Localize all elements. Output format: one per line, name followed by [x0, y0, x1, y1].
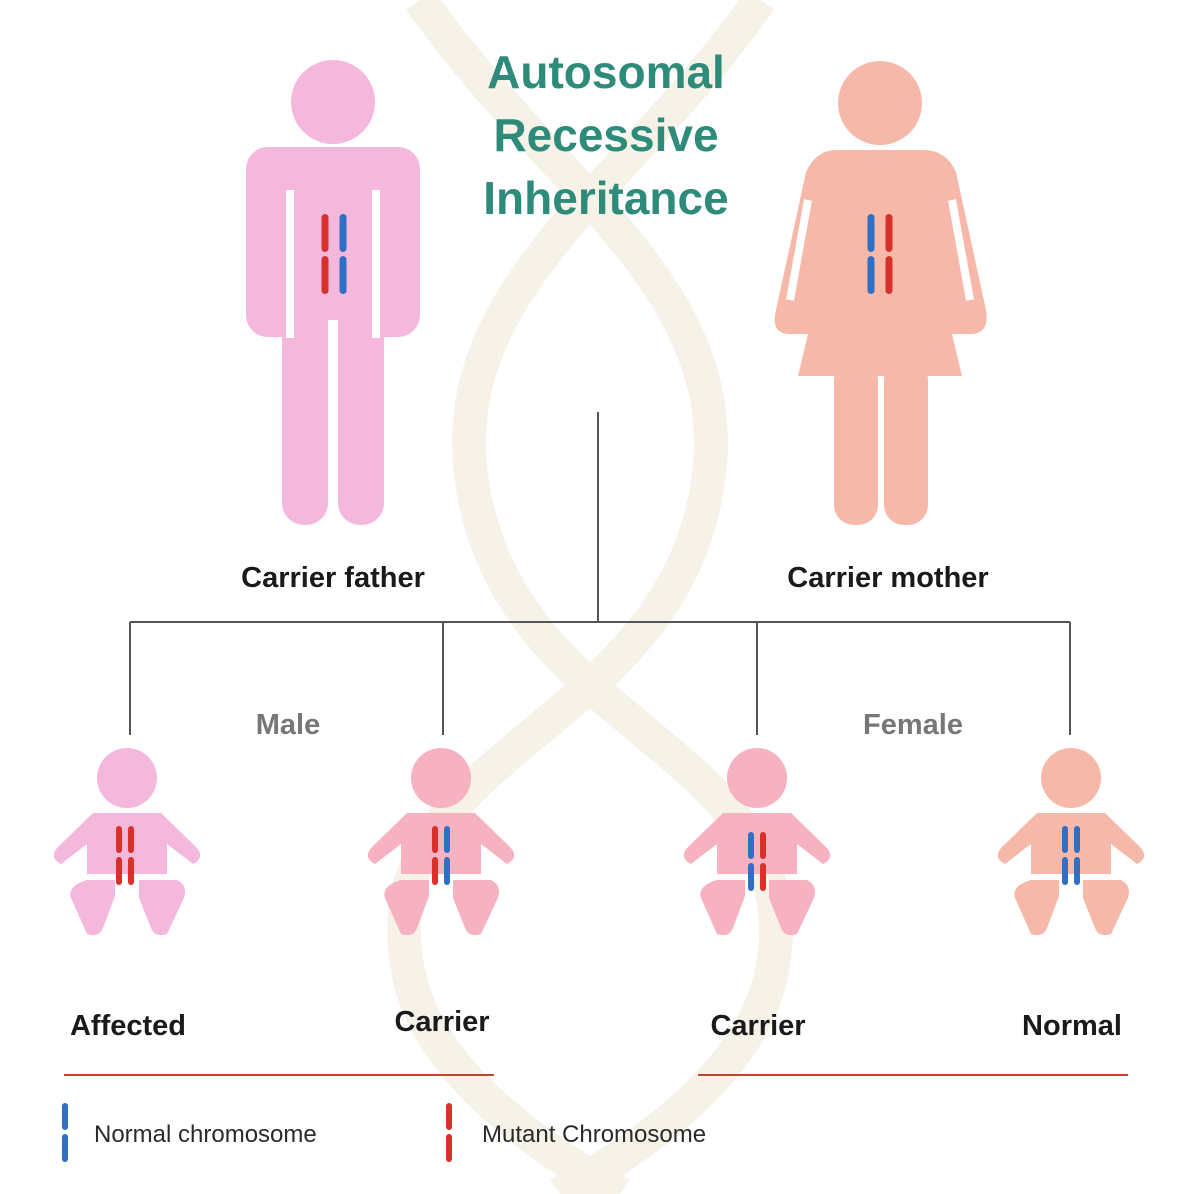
title-line-2: Recessive: [493, 109, 718, 161]
child-3-label: Carrier: [710, 1010, 805, 1042]
baby-figure-icon: [997, 748, 1145, 936]
child-affected: [53, 748, 201, 936]
father-label: Carrier father: [241, 562, 425, 594]
legend-mutant-label: Mutant Chromosome: [482, 1121, 706, 1148]
legend-normal-label: Normal chromosome: [94, 1121, 317, 1148]
child-normal: [997, 748, 1145, 936]
child-2-label: Carrier: [394, 1006, 489, 1038]
normal-chromosome-legend-icon: [62, 1103, 68, 1162]
title-line-1: Autosomal: [487, 46, 725, 98]
female-group-label: Female: [863, 709, 963, 741]
baby-figure-icon: [53, 748, 201, 936]
male-group-label: Male: [256, 709, 320, 741]
child-4-label: Normal: [1022, 1010, 1122, 1042]
mutant-chromosome-legend-icon: [446, 1103, 452, 1162]
legend: Normal chromosome Mutant Chromosome: [62, 1103, 706, 1162]
dna-background-icon: [387, 0, 793, 1194]
child-1-label: Affected: [70, 1010, 186, 1042]
family-tree-lines: [129, 412, 1071, 735]
male-figure-icon: [246, 60, 420, 525]
page-title: Autosomal Recessive Inheritance: [483, 46, 728, 224]
title-line-3: Inheritance: [483, 172, 728, 224]
female-figure-icon: [774, 61, 987, 525]
mother-label: Carrier mother: [787, 562, 988, 594]
